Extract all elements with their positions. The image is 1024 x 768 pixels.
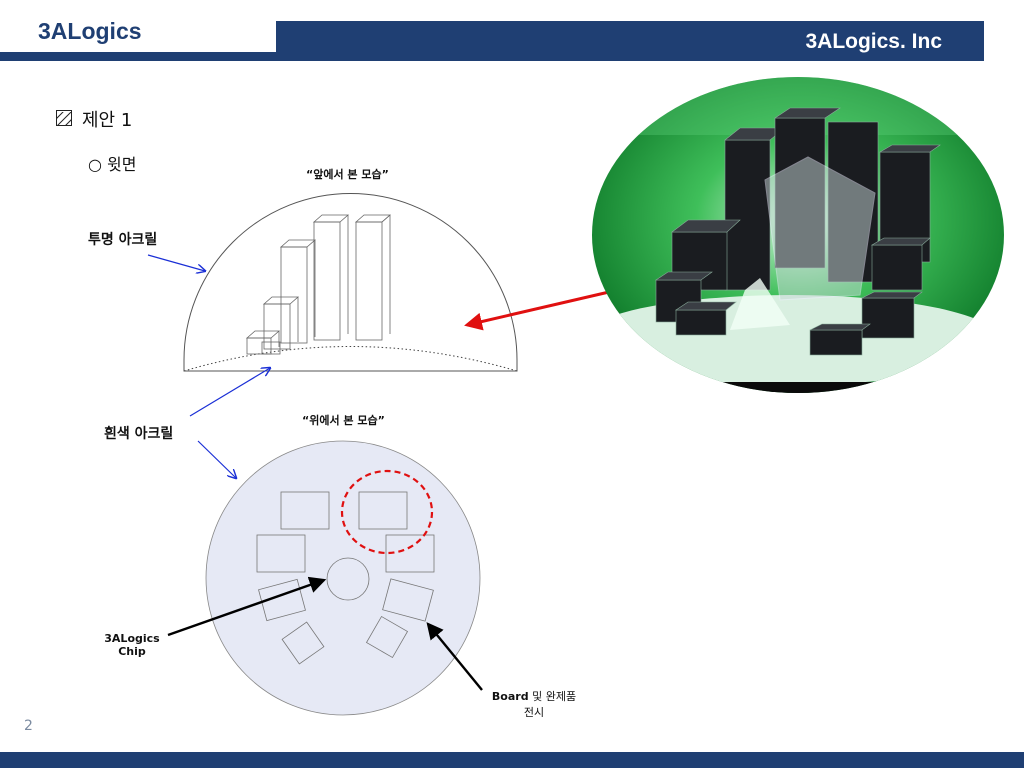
chip-label: 3ALogics Chip xyxy=(104,632,160,658)
arrow-to-disc xyxy=(197,440,236,478)
logo-text: 3ALogics xyxy=(38,18,142,44)
board-label-line2: 전시 xyxy=(523,706,545,719)
footer-bar xyxy=(0,752,1024,768)
heading-text: 제안 1 xyxy=(82,110,133,131)
chip-label-line1: 3ALogics xyxy=(104,632,160,645)
front-view-dome xyxy=(183,193,518,372)
chip-label-line2: Chip xyxy=(118,645,146,658)
header-bar xyxy=(276,21,984,61)
company-name: 3ALogics. Inc xyxy=(805,30,942,53)
top-view-disc xyxy=(205,440,481,716)
arrow-to-dome-base xyxy=(189,368,270,417)
front-view-caption: “앞에서 본 모습” xyxy=(306,168,389,181)
page-number: 2 xyxy=(24,718,33,734)
arrow-to-dome xyxy=(147,254,205,271)
arrow-from-photo xyxy=(464,287,623,331)
board-label-rest: 및 완제품 xyxy=(528,690,577,703)
arrow-to-chip xyxy=(167,576,327,637)
heading-checkbox-icon xyxy=(56,110,72,126)
arrow-to-board xyxy=(426,622,483,691)
top-view-caption: “위에서 본 모습” xyxy=(302,414,385,427)
board-label: Board 및 완제품 전시 xyxy=(488,688,580,720)
clear-acrylic-label: 투명 아크릴 xyxy=(88,232,158,248)
header-underline xyxy=(0,52,278,61)
board-label-bold: Board xyxy=(491,690,529,703)
product-photo xyxy=(592,77,1004,393)
white-acrylic-label: 흰색 아크릴 xyxy=(104,426,174,442)
subheading-text: ○ 윗면 xyxy=(88,155,137,174)
